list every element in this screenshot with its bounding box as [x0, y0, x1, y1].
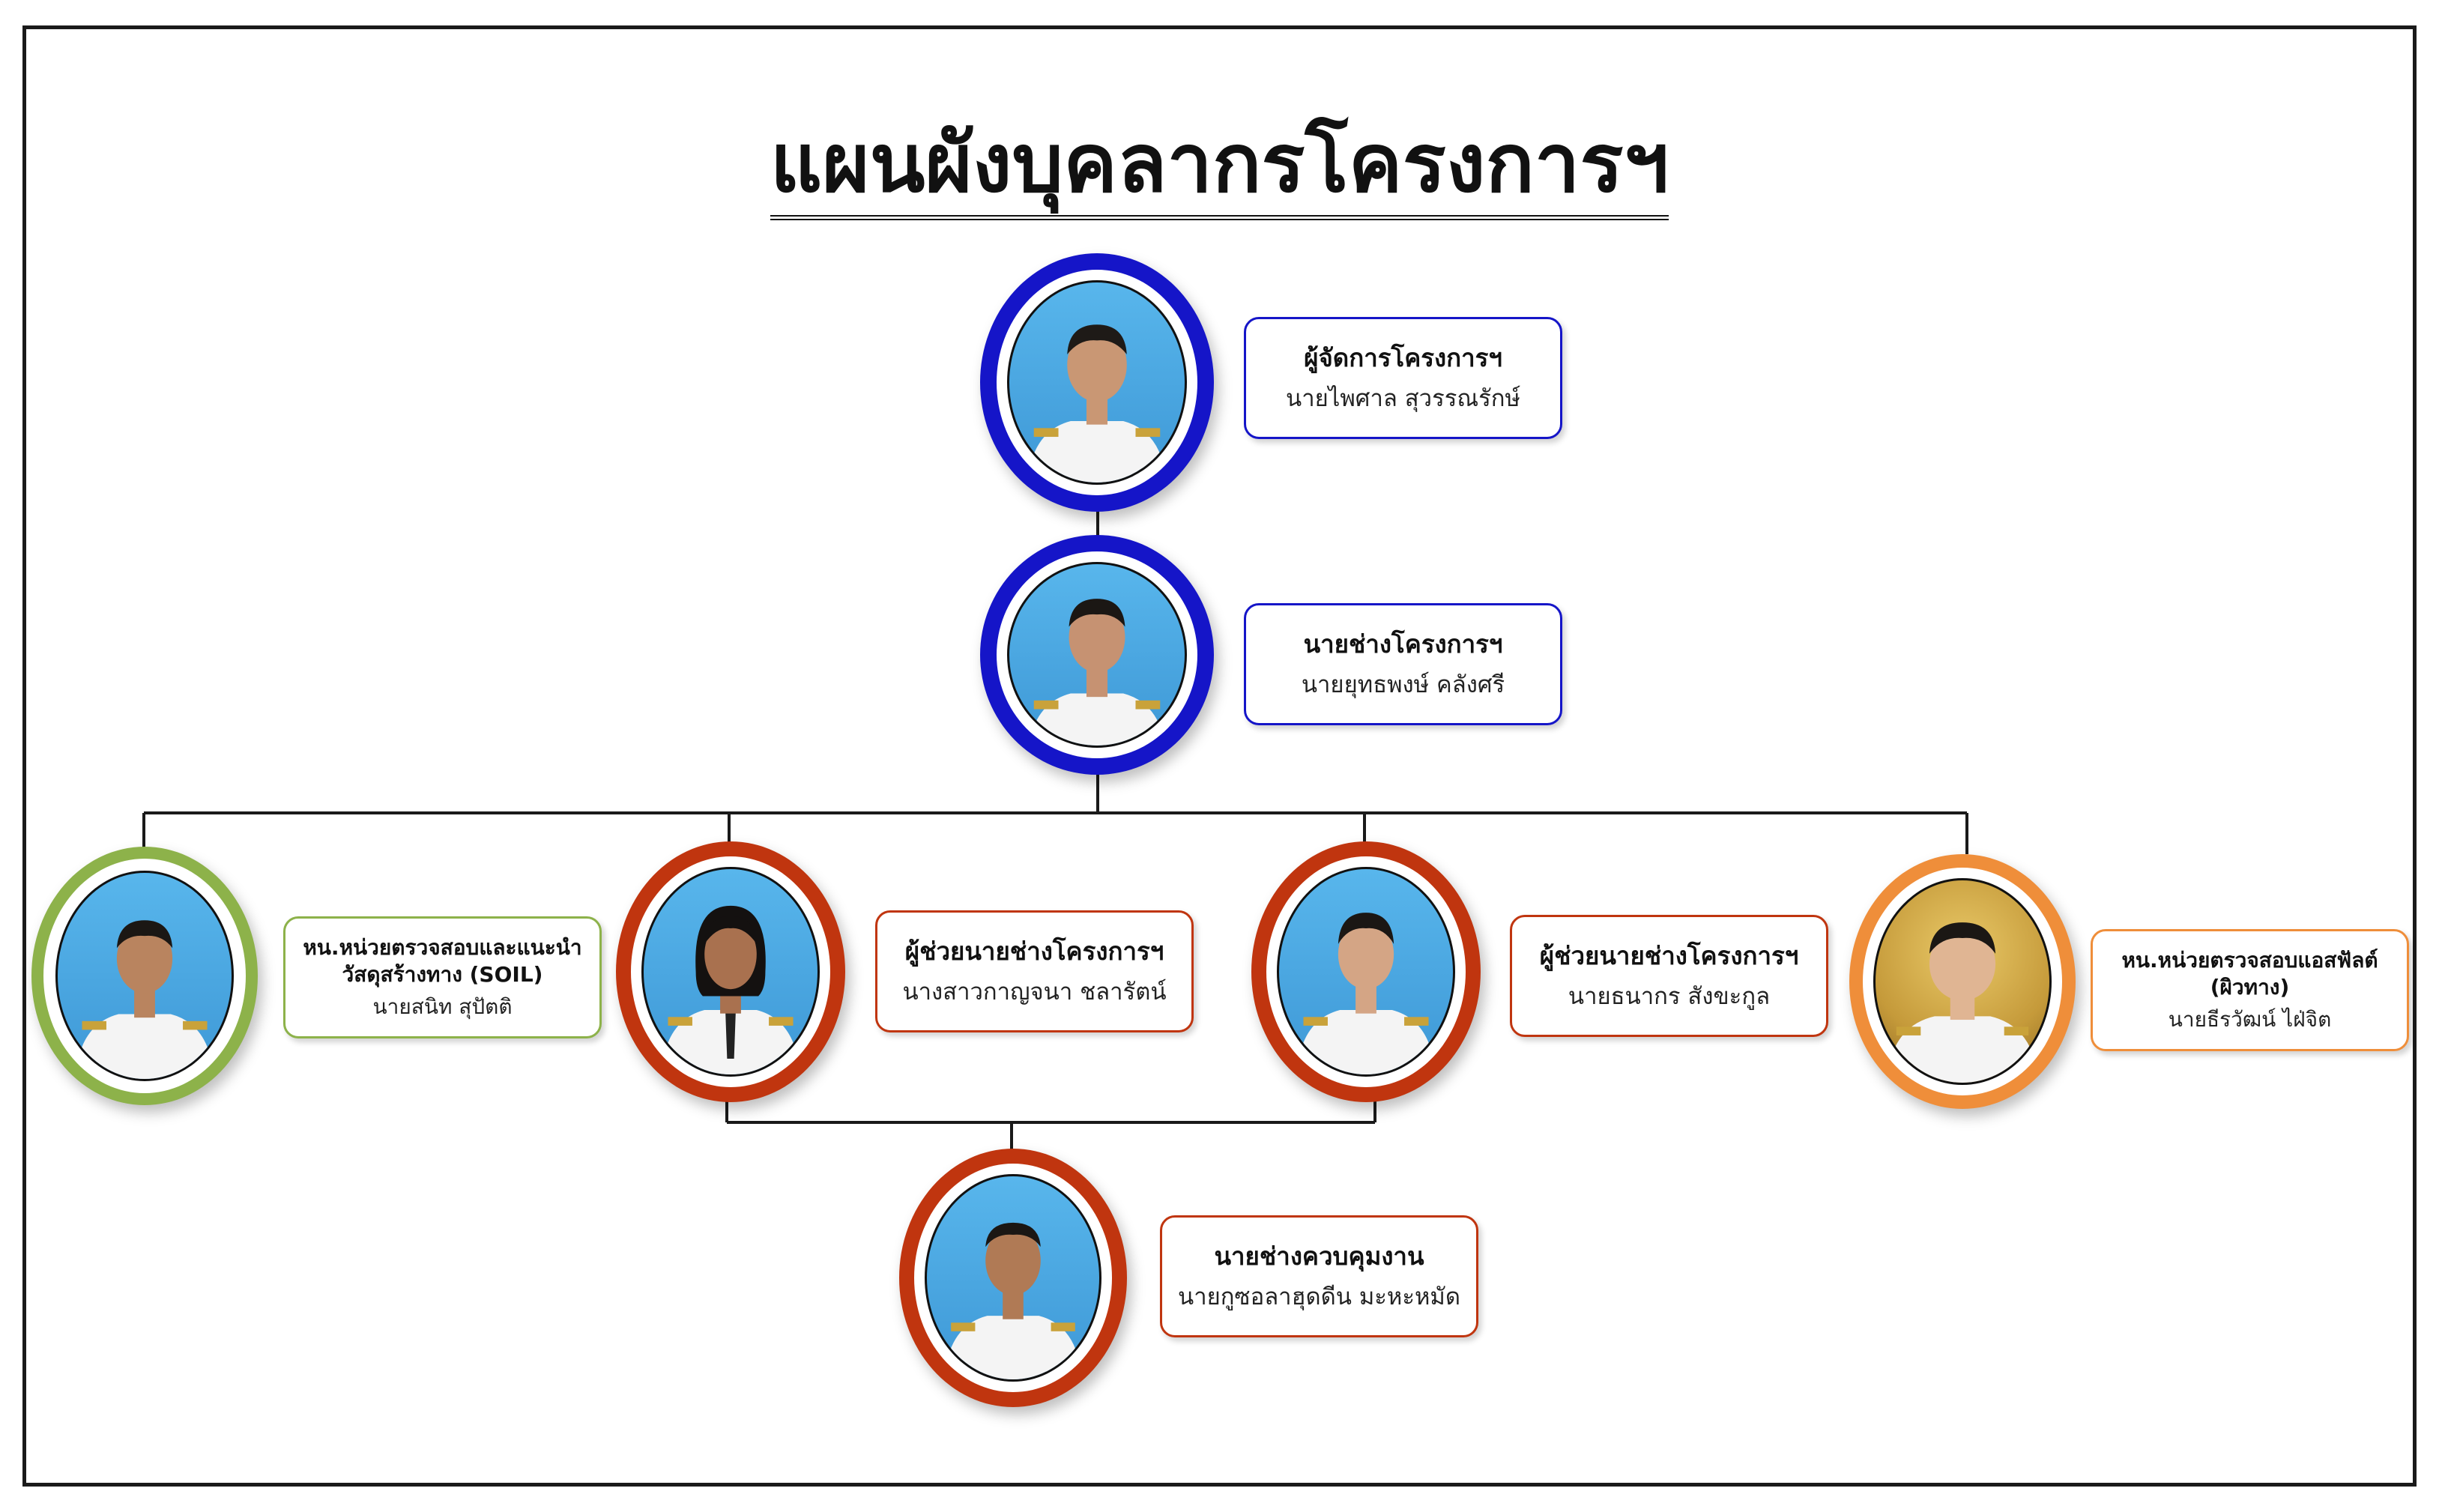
manager-card: ผู้จัดการโครงการฯ นายไพศาล สุวรรณรักษ์ [1244, 317, 1562, 439]
person-icon [1028, 599, 1166, 746]
supervisor-card: นายช่างควบคุมงาน นายกูซอลาฮุดดีน มะหะหมั… [1160, 1215, 1478, 1337]
asphalt-head-card: หน.หน่วยตรวจสอบแอสฟัลต์ (ผิวทาง) นายธีรว… [2091, 929, 2409, 1051]
engineer-role: นายช่างโครงการฯ [1303, 629, 1503, 659]
manager-photo [980, 253, 1214, 512]
soil-head-role-line2: วัสดุสร้างทาง (SOIL) [342, 962, 543, 988]
assistant1-name: นางสาวกาญจนา ชลารัตน์ [902, 978, 1167, 1006]
assistant2-name: นายธนากร สังขะกูล [1568, 982, 1771, 1010]
assistant2-role: ผู้ช่วยนายช่างโครงการฯ [1539, 940, 1799, 970]
manager-role: ผู้จัดการโครงการฯ [1304, 342, 1502, 372]
supervisor-name: นายกูซอลาฮุดดีน มะหะหมัด [1178, 1283, 1460, 1310]
engineer-photo [980, 535, 1214, 775]
asphalt-head-photo [1849, 854, 2076, 1109]
diagram-frame [22, 25, 2417, 1487]
person-icon [1296, 913, 1436, 1074]
page-title: แผนผังบุคลากรโครงการฯ [0, 117, 2439, 220]
person-icon [944, 1222, 1082, 1379]
engineer-card: นายช่างโครงการฯ นายยุทธพงษ์ คลังศรี [1244, 603, 1562, 725]
manager-name: นายไพศาล สุวรรณรักษ์ [1286, 384, 1520, 412]
person-icon [1886, 922, 2039, 1083]
person-icon [661, 905, 800, 1074]
assistant2-card: ผู้ช่วยนายช่างโครงการฯ นายธนากร สังขะกูล [1510, 915, 1828, 1037]
supervisor-role: นายช่างควบคุมงาน [1214, 1241, 1424, 1271]
soil-head-photo [31, 847, 258, 1105]
person-icon [75, 920, 214, 1079]
assistant1-card: ผู้ช่วยนายช่างโครงการฯ นางสาวกาญจนา ชลาร… [875, 910, 1194, 1032]
supervisor-photo [899, 1149, 1127, 1407]
assistant1-photo [616, 841, 845, 1102]
engineer-name: นายยุทธพงษ์ คลังศรี [1301, 671, 1505, 698]
asphalt-head-name: นายธีรวัฒน์ ไฝ่จิต [2168, 1006, 2332, 1032]
soil-head-name: นายสนิท สุปัตติ [372, 994, 513, 1019]
asphalt-head-role-line2: (ผิวทาง) [2210, 975, 2290, 1000]
soil-head-role-line1: หน.หน่วยตรวจสอบและแนะนำ [303, 934, 582, 960]
soil-head-card: หน.หน่วยตรวจสอบและแนะนำ วัสดุสร้างทาง (S… [283, 916, 602, 1038]
assistant2-photo [1251, 841, 1481, 1102]
asphalt-head-role-line1: หน.หน่วยตรวจสอบแอสฟัลต์ [2121, 947, 2378, 973]
person-icon [1027, 324, 1167, 483]
assistant1-role: ผู้ช่วยนายช่างโครงการฯ [904, 936, 1164, 966]
